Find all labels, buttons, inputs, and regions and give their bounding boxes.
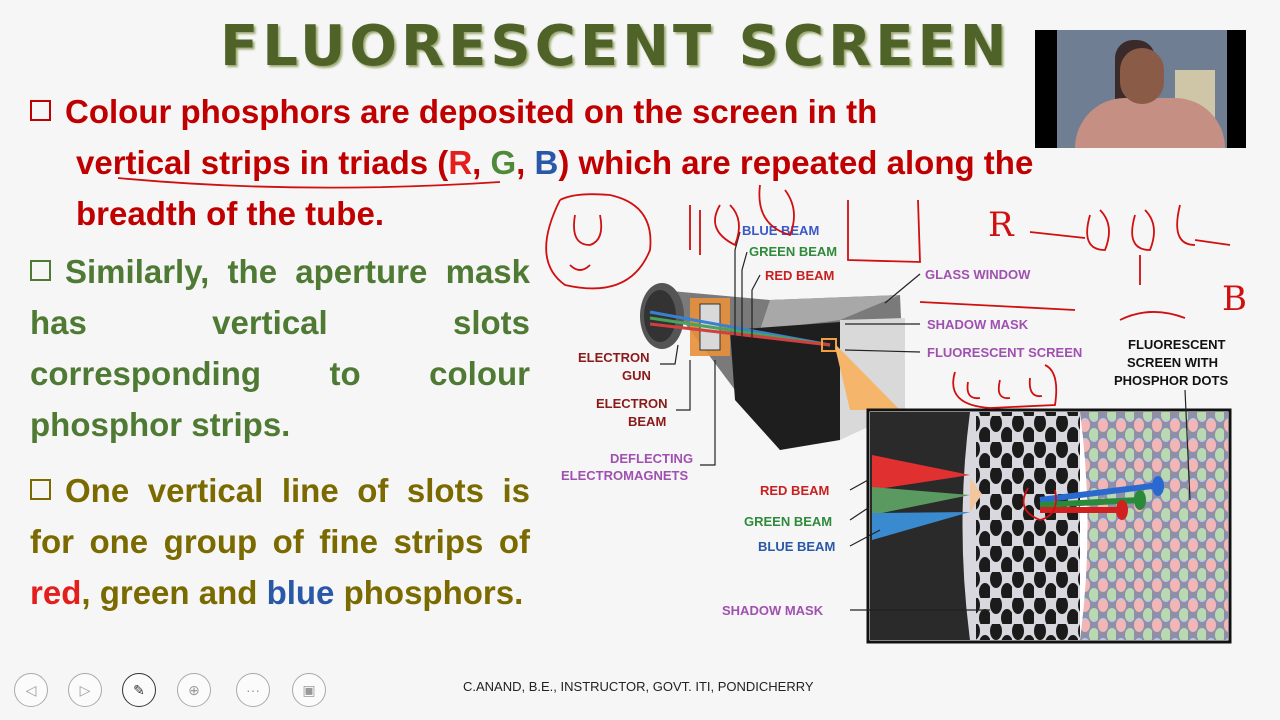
bullet-3-text-end: phosphors. — [334, 574, 524, 611]
label-deflecting-1: DEFLECTING — [610, 451, 693, 466]
checkbox-bullet-icon — [30, 100, 51, 121]
comma: , — [472, 144, 491, 181]
bullet-3-text-mid: , green and — [81, 574, 267, 611]
handwritten-r: R — [988, 205, 1015, 245]
screen-icon[interactable]: ▣ — [292, 673, 326, 707]
handwriting-annotations — [117, 177, 1231, 521]
label-electron-beam-2: BEAM — [628, 414, 666, 429]
comma: , — [516, 144, 535, 181]
word-red: red — [30, 574, 82, 611]
bullet-1: Colour phosphors are deposited on the sc… — [30, 86, 1245, 239]
pen-icon[interactable]: ✎ — [122, 673, 156, 707]
label-phosphor-3: PHOSPHOR DOTS — [1114, 373, 1228, 388]
letter-r: R — [448, 144, 473, 181]
zoom-icon[interactable]: ⊕ — [177, 673, 211, 707]
label-shadow-mask: SHADOW MASK — [927, 317, 1029, 332]
label-phosphor-2: SCREEN WITH — [1127, 355, 1218, 370]
label-electron-gun-1: ELECTRON — [578, 350, 650, 365]
leader-lines — [660, 231, 1191, 611]
bullet-2-text: Similarly, the aperture mask has vertica… — [30, 253, 530, 443]
label-red-beam-2: RED BEAM — [760, 483, 829, 498]
bullet-1-text-c: ) which are repeated along the — [558, 144, 1034, 181]
bullet-1-text-d: breadth of the tube. — [76, 195, 384, 232]
label-green-beam-2: GREEN BEAM — [744, 514, 832, 529]
label-shadow-mask-2: SHADOW MASK — [722, 603, 824, 618]
bullet-3-text-a: One vertical line of slots is for one gr… — [30, 472, 530, 560]
word-blue: blue — [266, 574, 335, 611]
more-icon[interactable]: ··· — [236, 673, 270, 707]
letter-g: G — [490, 144, 517, 181]
prev-icon[interactable]: ◁ — [14, 673, 48, 707]
webcam-video — [1035, 30, 1246, 148]
footer-text: C.ANAND, B.E., INSTRUCTOR, GOVT. ITI, PO… — [463, 679, 814, 694]
label-blue-beam-2: BLUE BEAM — [758, 539, 835, 554]
bullet-1-text-b: vertical strips in triads ( — [76, 144, 449, 181]
slide-title: FLUORESCENT SCREEN — [220, 14, 1011, 79]
letter-b: B — [534, 144, 559, 181]
bullet-3: One vertical line of slots is for one gr… — [30, 465, 530, 618]
zoom-inset — [866, 408, 1232, 644]
handwritten-b: B — [1222, 279, 1247, 319]
label-deflecting-2: ELECTROMAGNETS — [561, 468, 688, 483]
label-electron-gun-2: GUN — [622, 368, 651, 383]
crt-tube — [640, 283, 905, 450]
checkbox-bullet-icon — [30, 260, 51, 281]
label-phosphor-1: FLUORESCENT — [1128, 337, 1226, 352]
label-glass-window: GLASS WINDOW — [925, 267, 1031, 282]
bullet-1-text-a: Colour phosphors are deposited on the sc… — [65, 93, 878, 130]
bullet-2: Similarly, the aperture mask has vertica… — [30, 246, 530, 450]
next-icon[interactable]: ▷ — [68, 673, 102, 707]
label-fluorescent-screen: FLUORESCENT SCREEN — [927, 345, 1082, 360]
label-red-beam: RED BEAM — [765, 268, 834, 283]
label-electron-beam-1: ELECTRON — [596, 396, 668, 411]
label-green-beam: GREEN BEAM — [749, 244, 837, 259]
checkbox-bullet-icon — [30, 479, 51, 500]
